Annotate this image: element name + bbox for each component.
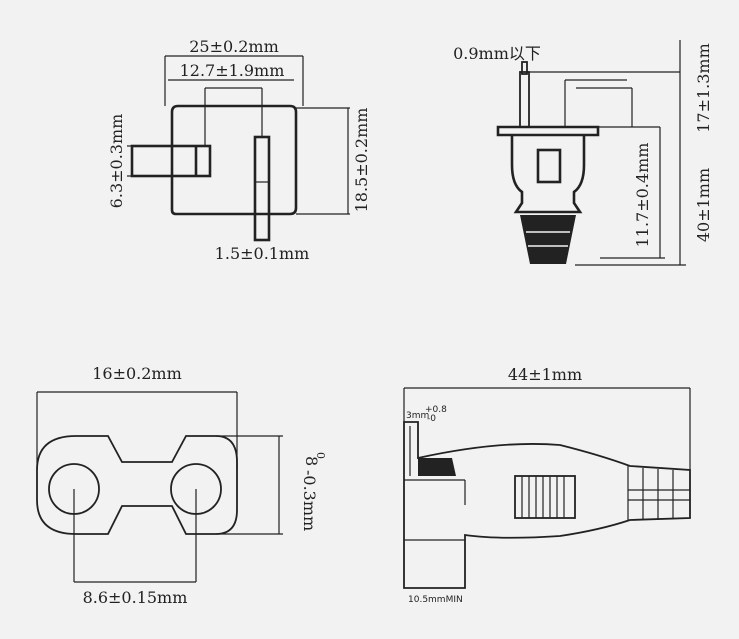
min-label: 10.5mmMIN [408, 595, 463, 605]
pin-spacing-label: 12.7±1.9mm [180, 61, 285, 80]
connector-side-view [403, 387, 691, 589]
pin-tip-label: 0.9mm以下 [453, 44, 541, 63]
connector-length-label: 44±1mm [508, 365, 582, 384]
hole-spacing-label: 8.6±0.15mm [83, 588, 188, 607]
socket-width-label: 16±0.2mm [92, 364, 182, 383]
plug-front-view [127, 55, 350, 242]
socket-face-view [36, 391, 283, 583]
offset-label: 3mm [406, 411, 429, 421]
offset-tol-bottom: -0 [427, 414, 436, 424]
offset-tol-top: +0.8 [425, 405, 447, 415]
total-length-label: 40±1mm [694, 168, 713, 242]
pin-height-label: 6.3±0.3mm [107, 114, 126, 209]
pin-thickness-label: 1.5±0.1mm [215, 244, 310, 263]
socket-height-main: 8 [302, 456, 321, 466]
body-length-label: 11.7±0.4mm [633, 143, 652, 248]
width-label: 25±0.2mm [189, 37, 279, 56]
socket-height-tol-top: 0 [314, 452, 327, 459]
socket-height-tol-bottom: -0.3mm [300, 470, 319, 531]
plug-side-view [496, 40, 686, 266]
pin-length-label: 17±1.3mm [694, 43, 713, 133]
body-height-label: 18.5±0.2mm [352, 108, 371, 213]
